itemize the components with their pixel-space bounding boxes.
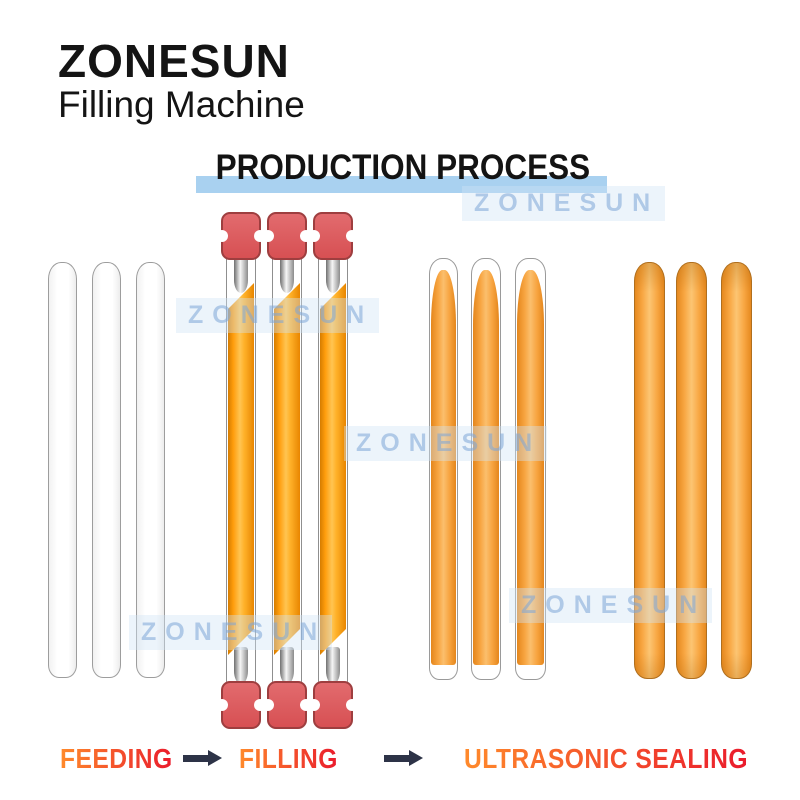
filled-tube	[515, 258, 546, 680]
red-clamp	[262, 681, 312, 729]
stage-label-ultrasonic-sealing: ULTRASONIC SEALING	[464, 743, 748, 774]
sealed-tube	[634, 262, 665, 679]
tube-body	[226, 254, 256, 686]
empty-tube	[136, 262, 165, 678]
filled-tube	[471, 258, 501, 680]
product-fill	[517, 270, 544, 665]
section-title: PRODUCTION PROCESS	[215, 148, 591, 187]
red-clamp	[308, 212, 358, 260]
filling-tube-unit	[216, 212, 266, 729]
banner-highlight-bar	[196, 176, 607, 193]
watermark: ZONESUN	[509, 588, 713, 623]
red-clamp	[308, 681, 358, 729]
filling-nozzle-icon	[234, 647, 248, 684]
watermark: ZONESUN	[344, 426, 548, 461]
empty-tube	[92, 262, 121, 678]
brand-logo: ZONESUN	[58, 35, 290, 87]
product-fill	[473, 270, 499, 665]
filled-tube	[429, 258, 458, 680]
arrow-right-icon	[183, 750, 222, 766]
product-fill	[274, 283, 300, 655]
filling-nozzle-icon	[326, 256, 340, 293]
tube-body	[318, 254, 348, 686]
product-fill	[320, 283, 346, 655]
stage-label-feeding: FEEDING	[60, 743, 173, 774]
filling-nozzle-icon	[280, 256, 294, 293]
filling-nozzle-icon	[280, 647, 294, 684]
watermark: ZONESUN	[462, 186, 666, 221]
product-name: Filling Machine	[58, 84, 305, 125]
filling-tube-unit	[308, 212, 358, 729]
product-fill	[431, 270, 456, 665]
tube-body	[272, 254, 302, 686]
product-fill	[228, 283, 254, 655]
red-clamp	[216, 681, 266, 729]
sealed-tube	[676, 262, 707, 679]
sealed-tube	[721, 262, 752, 679]
filling-nozzle-icon	[234, 256, 248, 293]
filling-tube-unit	[262, 212, 312, 729]
filling-nozzle-icon	[326, 647, 340, 684]
arrow-right-icon	[384, 750, 423, 766]
red-clamp	[216, 212, 266, 260]
red-clamp	[262, 212, 312, 260]
watermark: ZONESUN	[176, 298, 380, 333]
watermark: ZONESUN	[129, 615, 333, 650]
stage-label-filling: FILLING	[239, 743, 338, 774]
empty-tube	[48, 262, 77, 678]
